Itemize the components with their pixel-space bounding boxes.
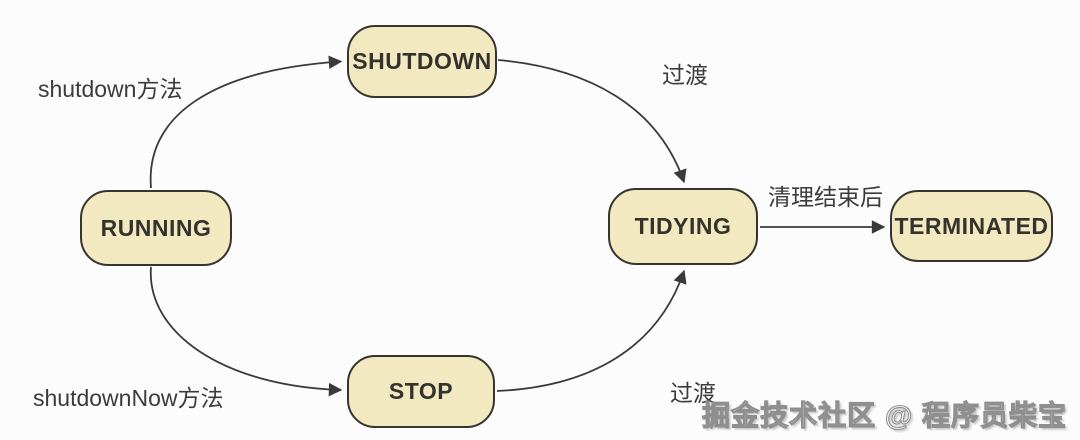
edge-label-transition-bottom: 过渡: [670, 380, 716, 406]
edge-running-to-stop: [150, 266, 343, 397]
watermark: 掘金技术社区 @ 程序员柴宝: [702, 399, 1067, 431]
edge-label-after-cleanup: 清理结束后: [768, 184, 883, 210]
edge-label-transition-top: 过渡: [662, 62, 708, 88]
state-node-label: SHUTDOWN: [352, 48, 492, 74]
state-node-label: TERMINATED: [894, 212, 1049, 239]
edge-label-shutdownnow-method: shutdownNow方法: [33, 385, 224, 411]
edge-stop-to-tidying: [496, 269, 687, 392]
state-node-terminated: TERMINATED: [890, 190, 1053, 262]
state-node-shutdown: SHUTDOWN: [347, 25, 497, 98]
edge-running-to-shutdown: [149, 55, 343, 189]
state-node-running: RUNNING: [80, 190, 232, 266]
edge-shutdown-to-tidying: [497, 59, 687, 184]
edge-label-shutdown-method: shutdown方法: [38, 76, 183, 102]
state-node-label: RUNNING: [100, 214, 212, 241]
state-node-label: TIDYING: [634, 213, 732, 239]
state-node-stop: STOP: [347, 355, 495, 428]
state-node-tidying: TIDYING: [608, 188, 758, 265]
state-node-label: STOP: [388, 378, 454, 404]
